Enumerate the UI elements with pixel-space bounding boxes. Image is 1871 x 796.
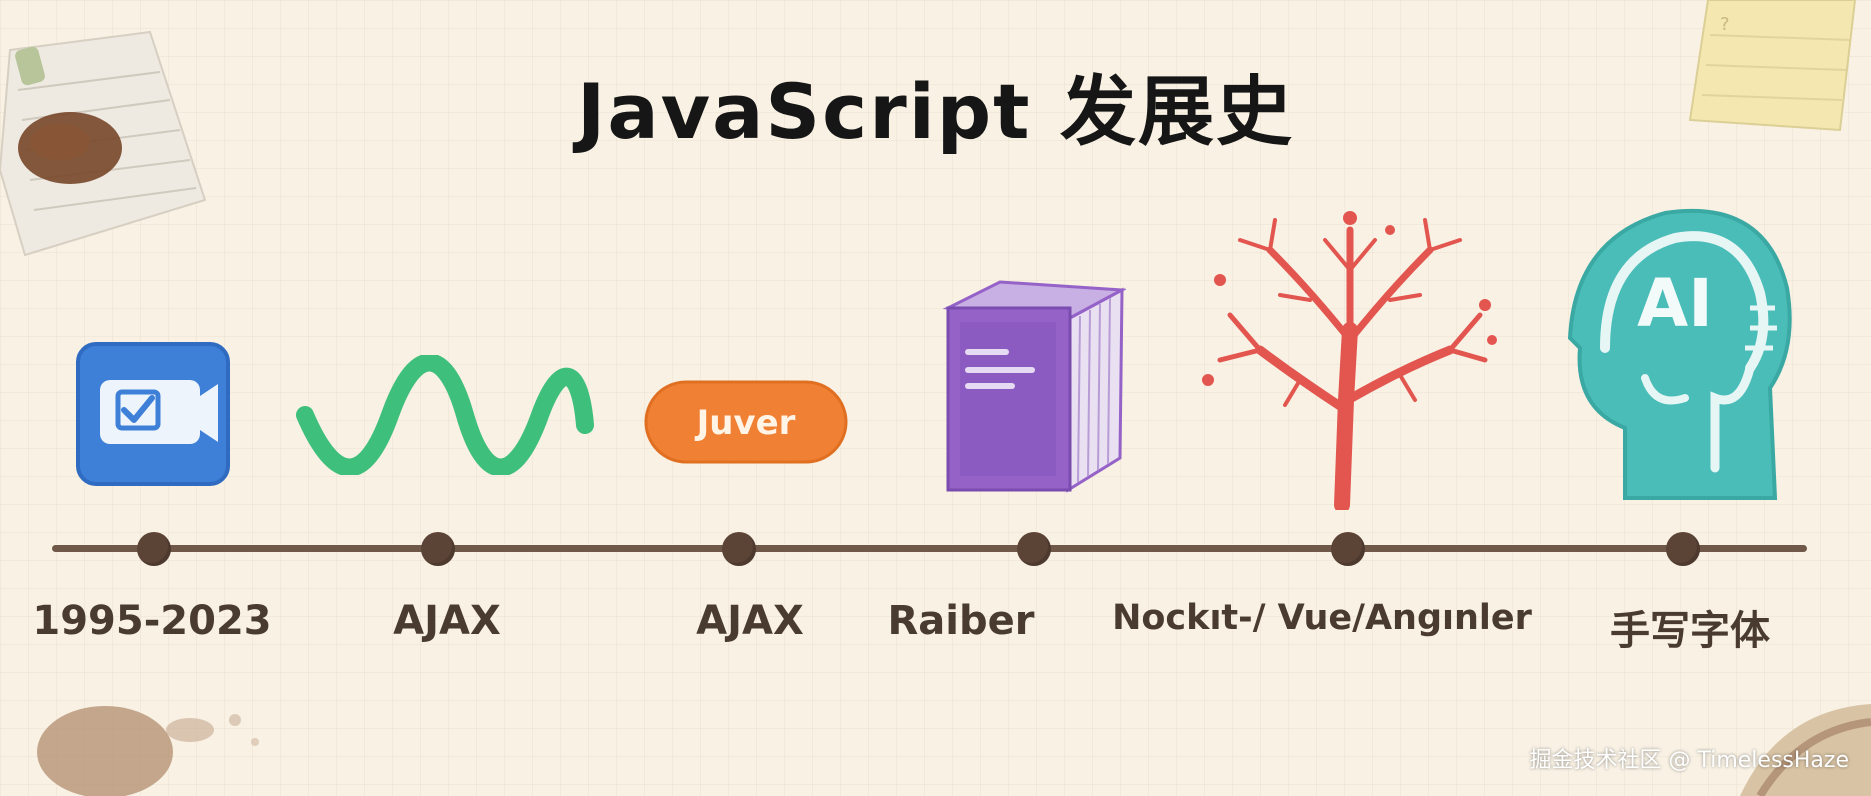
- coffee-stain-decoration: [37, 706, 259, 796]
- timeline-node-5: [1331, 532, 1365, 566]
- milestone-label-1: 1995-2023: [32, 598, 272, 644]
- timeline-node-3: [722, 532, 756, 566]
- purple-book-icon: [942, 280, 1126, 493]
- timeline-node-4: [1017, 532, 1051, 566]
- milestone-label-4: Raiber: [887, 598, 1035, 644]
- red-tree-icon: [1202, 211, 1497, 510]
- milestone-label-6: 手写字体: [1610, 608, 1770, 654]
- timeline-line: [52, 545, 1807, 552]
- paper-note-left-decoration: [0, 30, 207, 257]
- milestone-label-2: AJAX: [393, 598, 501, 644]
- timeline-node-2: [421, 532, 455, 566]
- wooden-corner-decoration: [1740, 704, 1871, 796]
- timeline-node-1: [137, 532, 171, 566]
- milestone-label-5: Nockıt-/ Vue/Angınler: [1112, 598, 1532, 638]
- ai-head-text: AI: [1637, 265, 1713, 342]
- watermark: 掘金技术社区 @ TimelessHaze: [1529, 748, 1849, 773]
- green-wave-icon: [296, 355, 594, 475]
- ai-head-icon: AI: [1567, 208, 1792, 500]
- milestone-label-3: AJAX: [696, 598, 804, 644]
- orange-pill-text: Juver: [695, 403, 796, 443]
- sticky-note-right-decoration: ?: [1688, 0, 1857, 132]
- svg-text:?: ?: [1720, 14, 1730, 35]
- browser-check-icon: [76, 342, 230, 486]
- orange-pill-icon: Juver: [644, 380, 848, 464]
- diagram-title: JavaScript 发展史: [577, 67, 1294, 156]
- timeline-node-6: [1666, 532, 1700, 566]
